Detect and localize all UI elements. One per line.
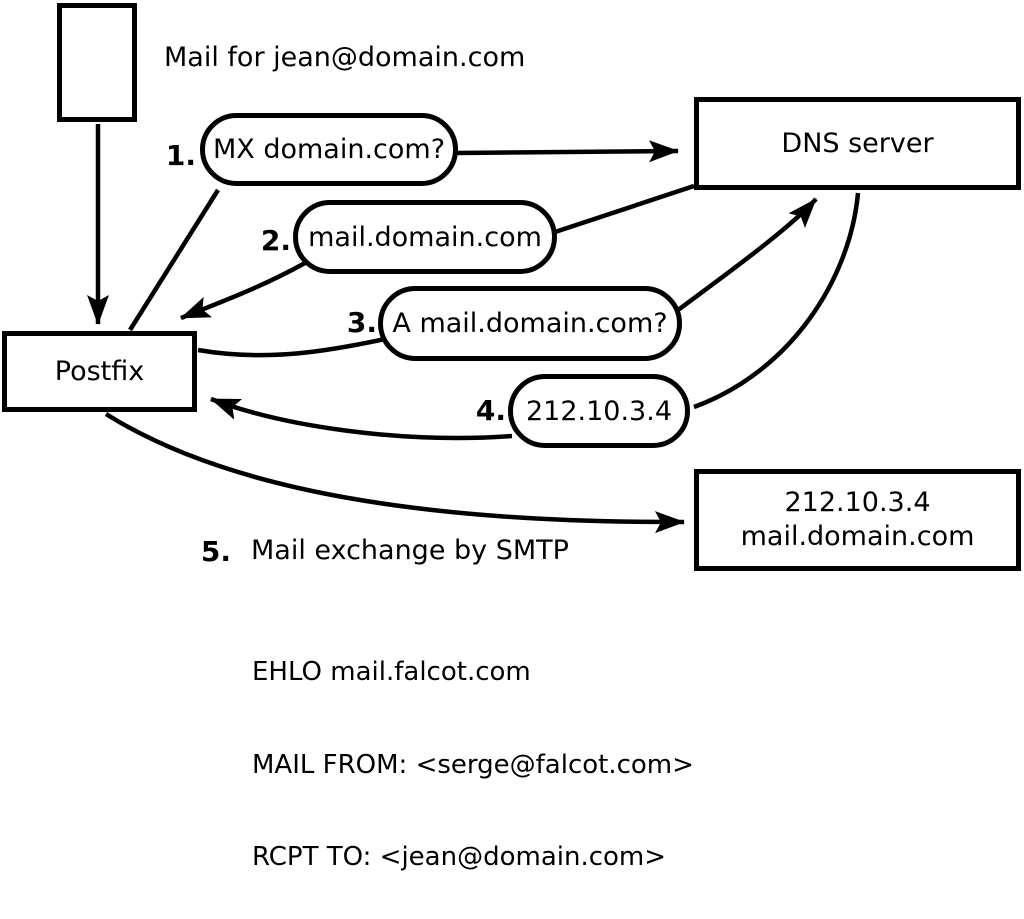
smtp-line: RCPT TO: <jean@domain.com> — [252, 842, 667, 872]
query-a-pill: A mail.domain.com? — [378, 286, 682, 361]
query-a-label: A mail.domain.com? — [392, 308, 668, 339]
postfix-node: Postfix — [2, 331, 197, 412]
mailhost-node: 212.10.3.4 mail.domain.com — [694, 469, 1021, 571]
step4-number: 4. — [475, 394, 506, 427]
step5-number: 5. — [200, 535, 231, 568]
smtp-transcript: EHLO mail.falcot.com MAIL FROM: <serge@f… — [252, 596, 694, 919]
reply-a-label: 212.10.3.4 — [526, 395, 672, 427]
step1-number: 1. — [165, 139, 196, 172]
query-mx-label: MX domain.com? — [212, 134, 446, 165]
smtp-line: EHLO mail.falcot.com — [252, 657, 531, 687]
arrow-reply2-to-postfix — [180, 261, 307, 321]
line-dns-to-reply4 — [693, 192, 861, 410]
dns-server-node: DNS server — [694, 97, 1021, 190]
line-postfix-to-query3 — [197, 335, 391, 358]
mail-note: Mail for jean@domain.com — [164, 42, 526, 73]
step2-number: 2. — [260, 224, 291, 257]
reply-mx-pill: mail.domain.com — [293, 200, 557, 274]
line-dns-to-reply2 — [551, 183, 695, 236]
arrow-reply4-to-postfix — [210, 396, 513, 441]
reply-mx-label: mail.domain.com — [308, 221, 542, 253]
query-mx-pill: MX domain.com? — [200, 113, 458, 186]
dns-server-label: DNS server — [781, 128, 934, 159]
line-postfix-to-query1 — [128, 188, 220, 332]
arrow-query1-to-dns — [455, 140, 679, 163]
mailhost-ip: 212.10.3.4 — [784, 487, 931, 518]
step5-label: Mail exchange by SMTP — [251, 535, 569, 566]
reply-a-pill: 212.10.3.4 — [508, 374, 690, 448]
arrow-query3-to-dns — [676, 197, 818, 312]
mailhost-name: mail.domain.com — [740, 521, 975, 552]
mail-document-icon — [57, 3, 137, 122]
step3-number: 3. — [346, 306, 377, 339]
smtp-line: MAIL FROM: <serge@falcot.com> — [252, 749, 694, 780]
postfix-label: Postfix — [54, 356, 145, 387]
arrow-postfix-to-mailhost — [104, 412, 685, 534]
